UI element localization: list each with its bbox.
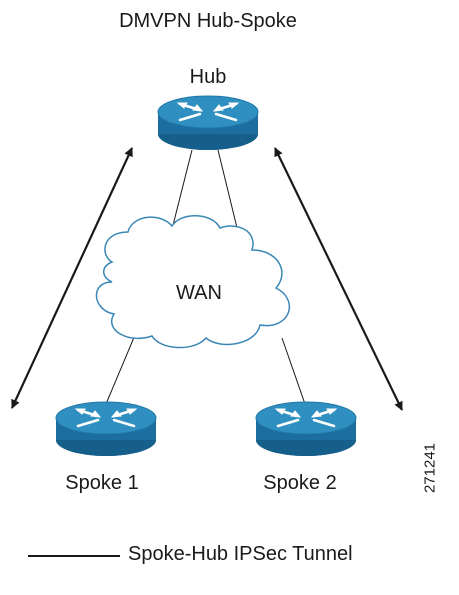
spoke1-label: Spoke 1 xyxy=(65,472,139,494)
spoke1-router-icon xyxy=(54,400,158,458)
wan-label: WAN xyxy=(176,282,222,304)
hub-router-icon xyxy=(156,94,260,152)
tunnel-spoke1-hub xyxy=(11,147,133,409)
spoke2-label: Spoke 2 xyxy=(263,472,337,494)
tunnel-spoke2-hub xyxy=(274,147,403,411)
link-hub-wan-right xyxy=(217,149,241,241)
link-wan-spoke2 xyxy=(281,337,306,405)
link-wan-spoke1 xyxy=(105,334,136,405)
diagram-title: DMVPN Hub-Spoke xyxy=(119,10,297,32)
hub-label: Hub xyxy=(189,66,227,88)
legend-label: Spoke-Hub IPSec Tunnel xyxy=(128,543,353,565)
figure-id: 271241 xyxy=(421,442,439,494)
spoke2-router-icon xyxy=(254,400,358,458)
